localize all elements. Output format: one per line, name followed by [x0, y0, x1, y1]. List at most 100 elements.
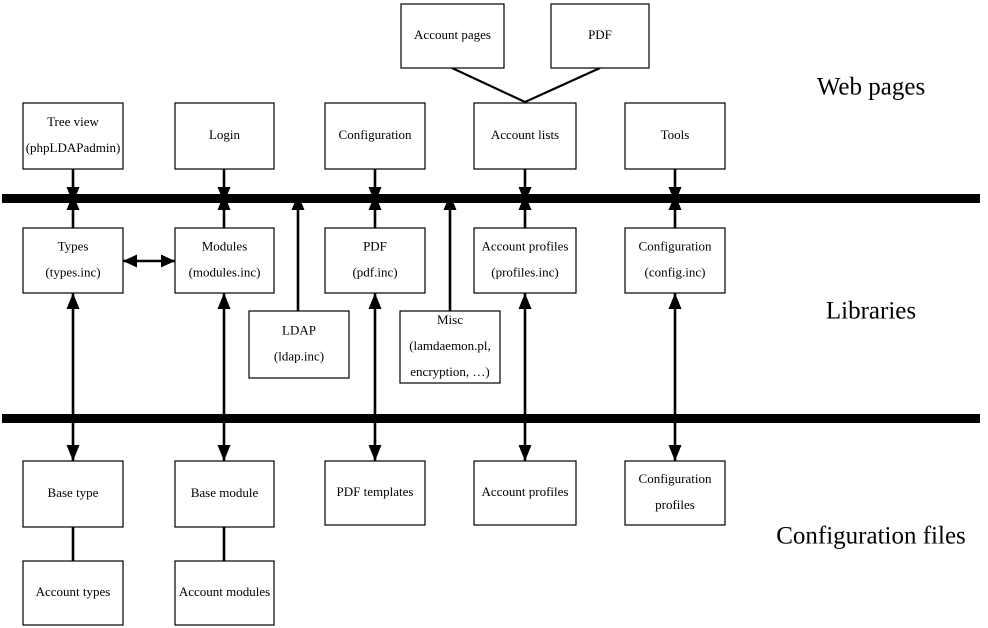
arrowhead-base-module-to-modules-lib-down — [217, 445, 231, 461]
connector-pdf-top-to-account-lists — [524, 66, 601, 104]
box-label-login-0: Login — [209, 127, 241, 142]
box-label-account-profiles-lib-0: Account profiles — [481, 238, 568, 253]
connector-types-modules-bidirectional — [123, 254, 175, 268]
arrowhead-pdf-templates-to-pdf-lib-down — [368, 445, 382, 461]
bus-bar-bus-top — [2, 194, 980, 203]
connector-account-profiles-files-to-lib — [518, 293, 532, 461]
box-label-tree-view-0: Tree view — [47, 114, 99, 129]
box-label-pdf-top-0: PDF — [588, 27, 612, 42]
arrowhead-types-modules-bidirectional-right — [161, 254, 175, 268]
bus-bar-layer — [2, 194, 980, 423]
box-base-module[interactable]: Base module — [174, 460, 275, 528]
box-label-types-lib-1: (types.inc) — [45, 264, 100, 279]
connector-account-pages-to-account-lists — [451, 67, 526, 103]
connector-base-module-to-modules-lib — [217, 293, 231, 461]
box-label-misc-lib-2: encryption, …) — [410, 364, 489, 379]
box-label-account-profiles-lib-1: (profiles.inc) — [491, 264, 559, 279]
box-outline-account-lists — [473, 102, 577, 170]
box-outline-account-modules — [174, 560, 275, 626]
box-ldap-lib[interactable]: LDAP (ldap.inc) — [248, 310, 350, 379]
box-label-configuration-web-0: Configuration — [339, 127, 412, 142]
box-label-base-type-0: Base type — [48, 485, 99, 500]
box-account-pages[interactable]: Account pages — [400, 3, 505, 69]
box-label-modules-lib-0: Modules — [202, 238, 248, 253]
box-outline-misc-lib — [399, 310, 501, 384]
box-tree-view[interactable]: Tree view (phpLDAPadmin) — [22, 102, 124, 170]
box-label-account-profiles-files-0: Account profiles — [481, 484, 568, 499]
line-account-pages-to-account-lists — [451, 67, 526, 103]
box-label-pdf-templates-0: PDF templates — [337, 484, 414, 499]
connector-ldap-lib-to-bus-top — [291, 194, 305, 311]
box-types-lib[interactable]: Types (types.inc) — [22, 227, 124, 294]
box-pdf-lib[interactable]: PDF(pdf.inc) — [324, 227, 426, 294]
arrowhead-base-module-to-modules-lib-up — [217, 293, 231, 309]
arrowhead-account-profiles-files-to-lib-down — [518, 445, 532, 461]
box-label-account-types-0: Account types — [36, 584, 111, 599]
box-label-pdf-lib-1: (pdf.inc) — [352, 264, 397, 279]
box-configuration-profiles[interactable]: Configuration profiles — [624, 460, 726, 526]
box-layer: Account pages PDF Tree view (phpLDAPadmin) L… — [22, 3, 726, 626]
box-account-profiles-lib[interactable]: Account profiles (profiles.inc) — [473, 227, 577, 294]
box-label-configuration-lib-1: (config.inc) — [644, 264, 705, 279]
box-outline-configuration-web — [324, 102, 426, 170]
arrowhead-configuration-profiles-to-lib-up — [668, 293, 682, 309]
box-outline-pdf-lib — [324, 227, 426, 294]
box-label-misc-lib-1: (lamdaemon.pl, — [409, 338, 491, 353]
box-outline-tree-view — [22, 102, 124, 170]
box-label-ldap-lib-0: LDAP — [282, 322, 316, 337]
box-login[interactable]: Login — [174, 102, 275, 170]
arrowhead-base-type-to-types-lib-down — [66, 445, 80, 461]
box-label-configuration-profiles-0: Configuration — [639, 471, 712, 486]
box-account-modules[interactable]: Account modules — [174, 560, 275, 626]
section-label-configuration-files: Configuration files — [776, 523, 966, 550]
section-label-libraries: Libraries — [826, 298, 916, 325]
box-modules-lib[interactable]: Modules (modules.inc) — [174, 227, 275, 294]
connector-pdf-templates-to-pdf-lib — [368, 293, 382, 461]
box-label-account-lists-0: Account lists — [491, 127, 559, 142]
box-account-profiles-files[interactable]: Account profiles — [473, 460, 577, 526]
box-outline-account-pages — [400, 3, 505, 69]
box-label-account-pages-0: Account pages — [414, 27, 491, 42]
box-account-types[interactable]: Account types — [22, 560, 124, 626]
box-label-account-modules-0: Account modules — [179, 584, 270, 599]
box-outline-base-module — [174, 460, 275, 528]
box-label-tools-0: Tools — [661, 127, 690, 142]
connector-configuration-profiles-to-lib — [668, 293, 682, 461]
box-label-ldap-lib-1: (ldap.inc) — [274, 348, 324, 363]
box-label-configuration-lib-0: Configuration — [639, 238, 712, 253]
box-outline-ldap-lib — [248, 310, 350, 379]
box-misc-lib[interactable]: Misc (lamdaemon.pl, encryption, …) — [399, 310, 501, 384]
box-pdf-templates[interactable]: PDF templates — [324, 460, 426, 526]
box-label-types-lib-0: Types — [58, 238, 89, 253]
box-configuration-lib[interactable]: Configuration (config.inc) — [624, 227, 726, 294]
box-outline-configuration-lib — [624, 227, 726, 294]
box-outline-base-type — [22, 460, 124, 528]
box-tools[interactable]: Tools — [624, 102, 726, 170]
box-outline-tools — [624, 102, 726, 170]
box-outline-modules-lib — [174, 227, 275, 294]
box-label-modules-lib-1: (modules.inc) — [189, 264, 261, 279]
box-outline-account-profiles-files — [473, 460, 577, 526]
box-outline-login — [174, 102, 275, 170]
box-label-tree-view-1: (phpLDAPadmin) — [26, 140, 121, 155]
box-label-misc-lib-0: Misc — [437, 312, 463, 327]
box-outline-account-types — [22, 560, 124, 626]
box-label-base-module-0: Base module — [191, 485, 259, 500]
box-base-type[interactable]: Base type — [22, 460, 124, 528]
connector-base-type-to-types-lib — [66, 293, 80, 461]
connector-misc-lib-to-bus-top — [443, 194, 457, 311]
section-label-web-pages: Web pages — [817, 74, 925, 101]
box-outline-account-profiles-lib — [473, 227, 577, 294]
arrowhead-account-profiles-files-to-lib-up — [518, 293, 532, 309]
arrowhead-pdf-templates-to-pdf-lib-up — [368, 293, 382, 309]
box-configuration-web[interactable]: Configuration — [324, 102, 426, 170]
arrowhead-base-type-to-types-lib-up — [66, 293, 80, 309]
box-label-configuration-profiles-1: profiles — [655, 497, 695, 512]
arrowhead-configuration-profiles-to-lib-down — [668, 445, 682, 461]
arrowhead-types-modules-bidirectional-left — [123, 254, 137, 268]
box-pdf-top[interactable]: PDF — [550, 3, 650, 69]
box-account-lists[interactable]: Account lists — [473, 102, 577, 170]
